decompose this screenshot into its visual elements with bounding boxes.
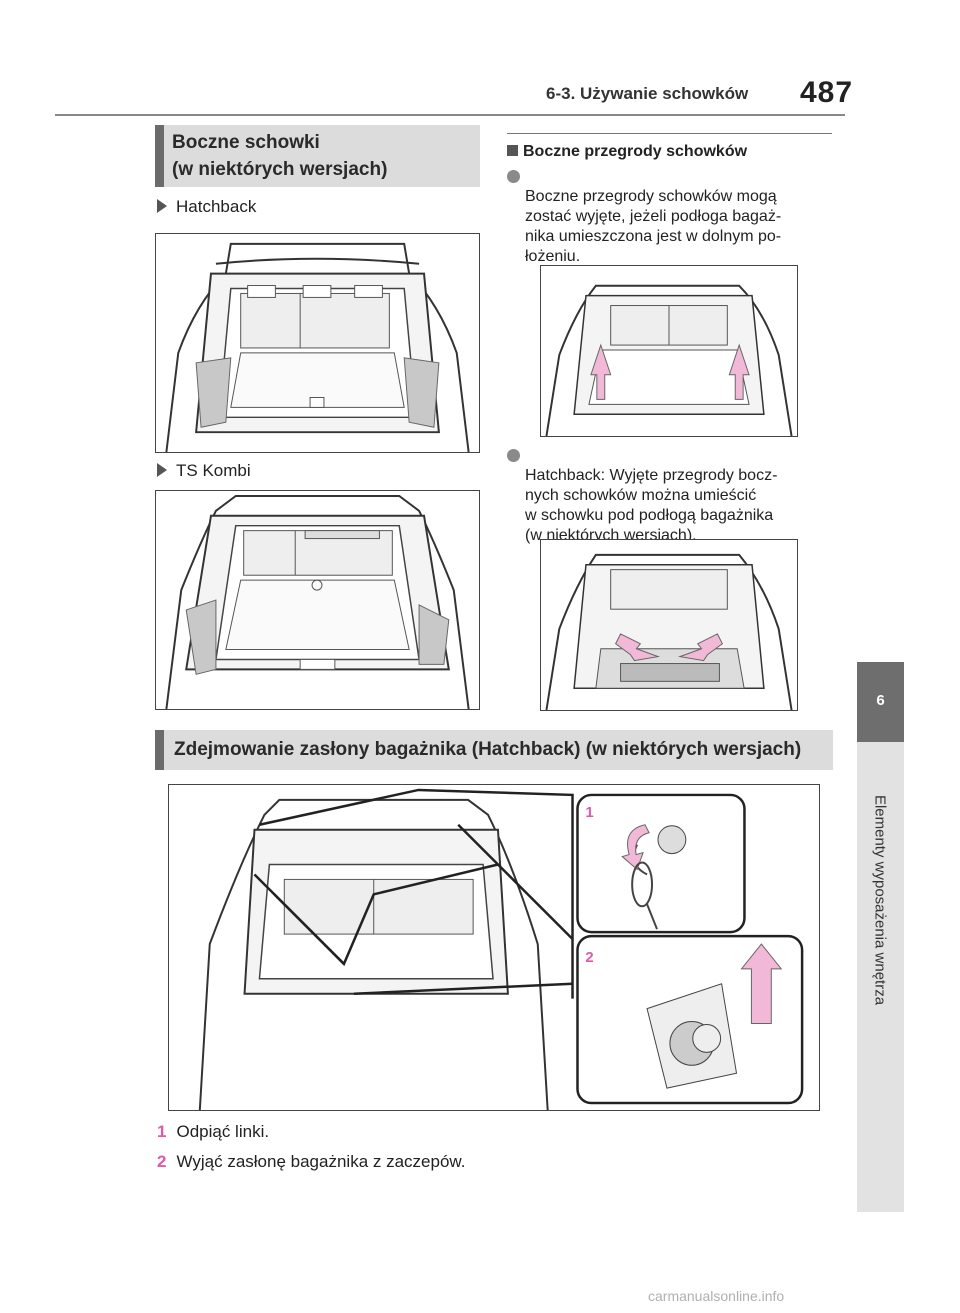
figure-hatchback-side-storage xyxy=(155,233,480,453)
step-number: 1 xyxy=(157,1122,167,1141)
cover-removal-heading: Zdejmowanie zasłony bagażnika (Hatchback… xyxy=(155,730,833,770)
variant-kombi-label: TS Kombi xyxy=(157,461,251,481)
dividers-rule xyxy=(507,133,832,134)
figure-dividers-removal xyxy=(540,265,798,437)
square-bullet-icon xyxy=(507,145,518,156)
hatchback-trunk-illustration xyxy=(165,242,470,452)
variant-hatchback-label: Hatchback xyxy=(157,197,256,217)
step-1: 1 Odpiąć linki. xyxy=(157,1122,269,1142)
figure-cover-removal: 1 2 xyxy=(168,784,820,1111)
callout-number-1: 1 xyxy=(585,805,593,821)
chapter-title: Elementy wyposażenia wnętrza xyxy=(871,794,889,1006)
figure-kombi-side-storage xyxy=(155,490,480,710)
dividers-note-1: Boczne przegrody schowków mogą zostać wy… xyxy=(507,167,827,267)
watermark-link[interactable]: carmanualsonline.info xyxy=(648,1288,785,1304)
chapter-tab xyxy=(857,662,904,742)
step-text: Wyjąć zasłonę bagażnika z zaczepów. xyxy=(176,1152,466,1171)
step-2: 2 Wyjąć zasłonę bagażnika z zaczepów. xyxy=(157,1152,465,1172)
kombi-trunk-illustration xyxy=(165,494,470,709)
divider-storage-illustration xyxy=(545,553,793,710)
triangle-bullet-icon xyxy=(157,199,167,213)
circle-bullet-icon xyxy=(507,449,520,462)
callout-number-2: 2 xyxy=(585,950,593,966)
step-text: Odpiąć linki. xyxy=(176,1122,270,1141)
page-number: 487 xyxy=(800,76,854,109)
circle-bullet-icon xyxy=(507,170,520,183)
triangle-bullet-icon xyxy=(157,463,167,477)
chapter-number: 6 xyxy=(876,692,885,709)
step-number: 2 xyxy=(157,1152,167,1171)
divider-removal-illustration xyxy=(545,284,793,436)
header-rule xyxy=(55,114,845,116)
side-storage-heading: Boczne schowki (w niektórych wersjach) xyxy=(155,125,480,187)
cover-removal-illustration: 1 2 xyxy=(198,788,804,1110)
dividers-note-2: Hatchback: Wyjęte przegrody bocz- nych s… xyxy=(507,446,827,546)
section-title: 6-3. Używanie schowków xyxy=(546,84,749,103)
figure-dividers-underfloor xyxy=(540,539,798,711)
dividers-subheading: Boczne przegrody schowków xyxy=(507,143,747,161)
chapter-tab-strip xyxy=(857,742,904,1212)
